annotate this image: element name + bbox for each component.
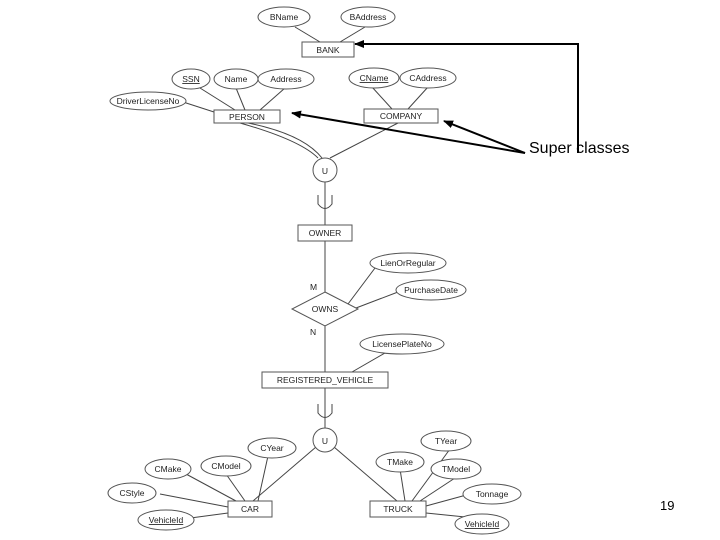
attr-tmodel: TModel <box>430 458 482 480</box>
attr-label: Name <box>225 74 248 84</box>
entity-person: PERSON <box>213 109 281 124</box>
entity-label: OWNER <box>309 228 342 238</box>
attr-bname: BName <box>257 6 311 28</box>
attr-label: CMake <box>155 464 182 474</box>
union-circle-top: U <box>312 157 338 183</box>
cardinality-n: N <box>310 327 316 337</box>
attr-label: SSN <box>182 74 199 84</box>
entity-truck: TRUCK <box>369 500 427 518</box>
attr-label: Tonnage <box>476 489 509 499</box>
attr-cstyle: CStyle <box>107 482 157 504</box>
super-class-arrows <box>291 40 579 154</box>
entity-label: TRUCK <box>383 504 413 514</box>
attr-license-plate-no: LicensePlateNo <box>359 333 445 355</box>
attr-tmake: TMake <box>375 451 425 473</box>
attr-driver-license-no: DriverLicenseNo <box>109 91 187 111</box>
attr-label: TModel <box>442 464 470 474</box>
attr-address: Address <box>257 68 315 90</box>
attr-caddress: CAddress <box>399 67 457 89</box>
union-label: U <box>322 436 328 446</box>
attr-label: BName <box>270 12 299 22</box>
cardinality-m: M <box>310 282 317 292</box>
attr-label: LienOrRegular <box>380 258 435 268</box>
attr-label: VehicleId <box>149 515 184 525</box>
attr-cmodel: CModel <box>200 455 252 477</box>
attr-car-vehicle-id: VehicleId <box>137 509 195 531</box>
attr-label: CYear <box>260 443 283 453</box>
attr-label: CName <box>360 73 389 83</box>
attr-label: BAddress <box>350 12 387 22</box>
entity-label: PERSON <box>229 112 265 122</box>
entity-owner: OWNER <box>297 224 353 242</box>
attr-purchase-date: PurchaseDate <box>395 279 467 301</box>
attr-label: TMake <box>387 457 413 467</box>
entity-label: CAR <box>241 504 259 514</box>
super-classes-label: Super classes <box>529 140 630 157</box>
attr-label: LicensePlateNo <box>372 339 432 349</box>
attr-ssn: SSN <box>171 68 211 90</box>
attr-label: VehicleId <box>465 519 500 529</box>
attr-baddress: BAddress <box>340 6 396 28</box>
entity-car: CAR <box>227 500 273 518</box>
union-circle-bottom: U <box>312 427 338 453</box>
entity-label: BANK <box>316 45 339 55</box>
union-label: U <box>322 166 328 176</box>
attr-tonnage: Tonnage <box>462 483 522 505</box>
attr-cyear: CYear <box>247 437 297 459</box>
entity-label: REGISTERED_VEHICLE <box>277 375 374 385</box>
attr-label: Address <box>270 74 301 84</box>
attr-label: CModel <box>211 461 240 471</box>
entity-company: COMPANY <box>363 108 439 124</box>
entity-registered-vehicle: REGISTERED_VEHICLE <box>261 371 389 389</box>
attr-label: PurchaseDate <box>404 285 458 295</box>
entity-label: COMPANY <box>380 111 423 121</box>
attr-truck-vehicle-id: VehicleId <box>454 513 510 535</box>
attr-label: TYear <box>435 436 458 446</box>
attr-label: DriverLicenseNo <box>117 96 180 106</box>
relationship-label: OWNS <box>312 304 339 314</box>
attr-label: CAddress <box>409 73 446 83</box>
relationship-owns: OWNS <box>290 291 360 327</box>
attr-cname: CName <box>348 67 400 89</box>
attr-cmake: CMake <box>144 458 192 480</box>
attr-label: CStyle <box>119 488 144 498</box>
attr-tyear: TYear <box>420 430 472 452</box>
attr-lien-or-regular: LienOrRegular <box>369 252 447 274</box>
entity-bank: BANK <box>301 41 355 58</box>
slide-number: 19 <box>660 498 674 513</box>
attr-name: Name <box>213 68 259 90</box>
